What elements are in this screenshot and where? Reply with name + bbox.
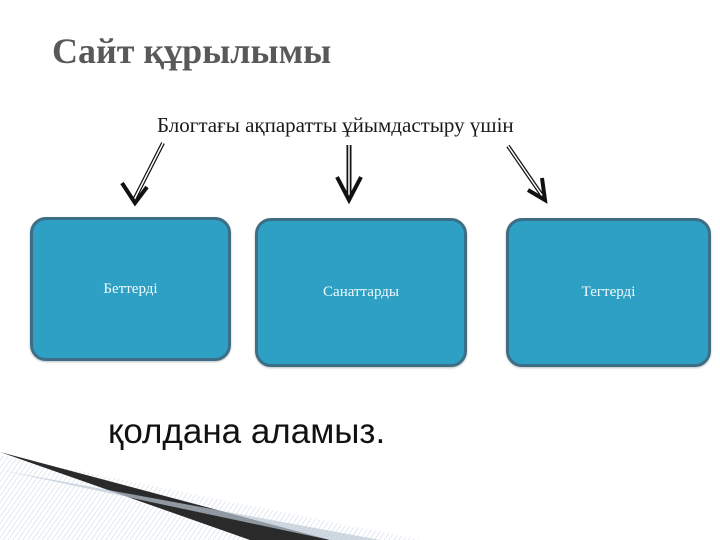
box-label-tags: Тегтерді: [581, 284, 636, 300]
arrow-center: [335, 145, 363, 205]
arrow-left: [120, 142, 165, 207]
arrow-right: [506, 144, 548, 204]
diagram-box-tags: Тегтерді: [506, 218, 711, 367]
footer-text: қолдана аламыз.: [108, 412, 386, 451]
slide-subtitle: Блогтағы ақпаратты ұйымдастыру үшін: [157, 113, 514, 137]
diagram-box-pages: Беттерді: [30, 217, 231, 361]
slide-title: Сайт құрылымы: [52, 31, 332, 71]
box-label-categories: Санаттарды: [323, 284, 399, 300]
diagram-box-categories: Санаттарды: [255, 218, 467, 367]
box-label-pages: Беттерді: [103, 280, 158, 297]
